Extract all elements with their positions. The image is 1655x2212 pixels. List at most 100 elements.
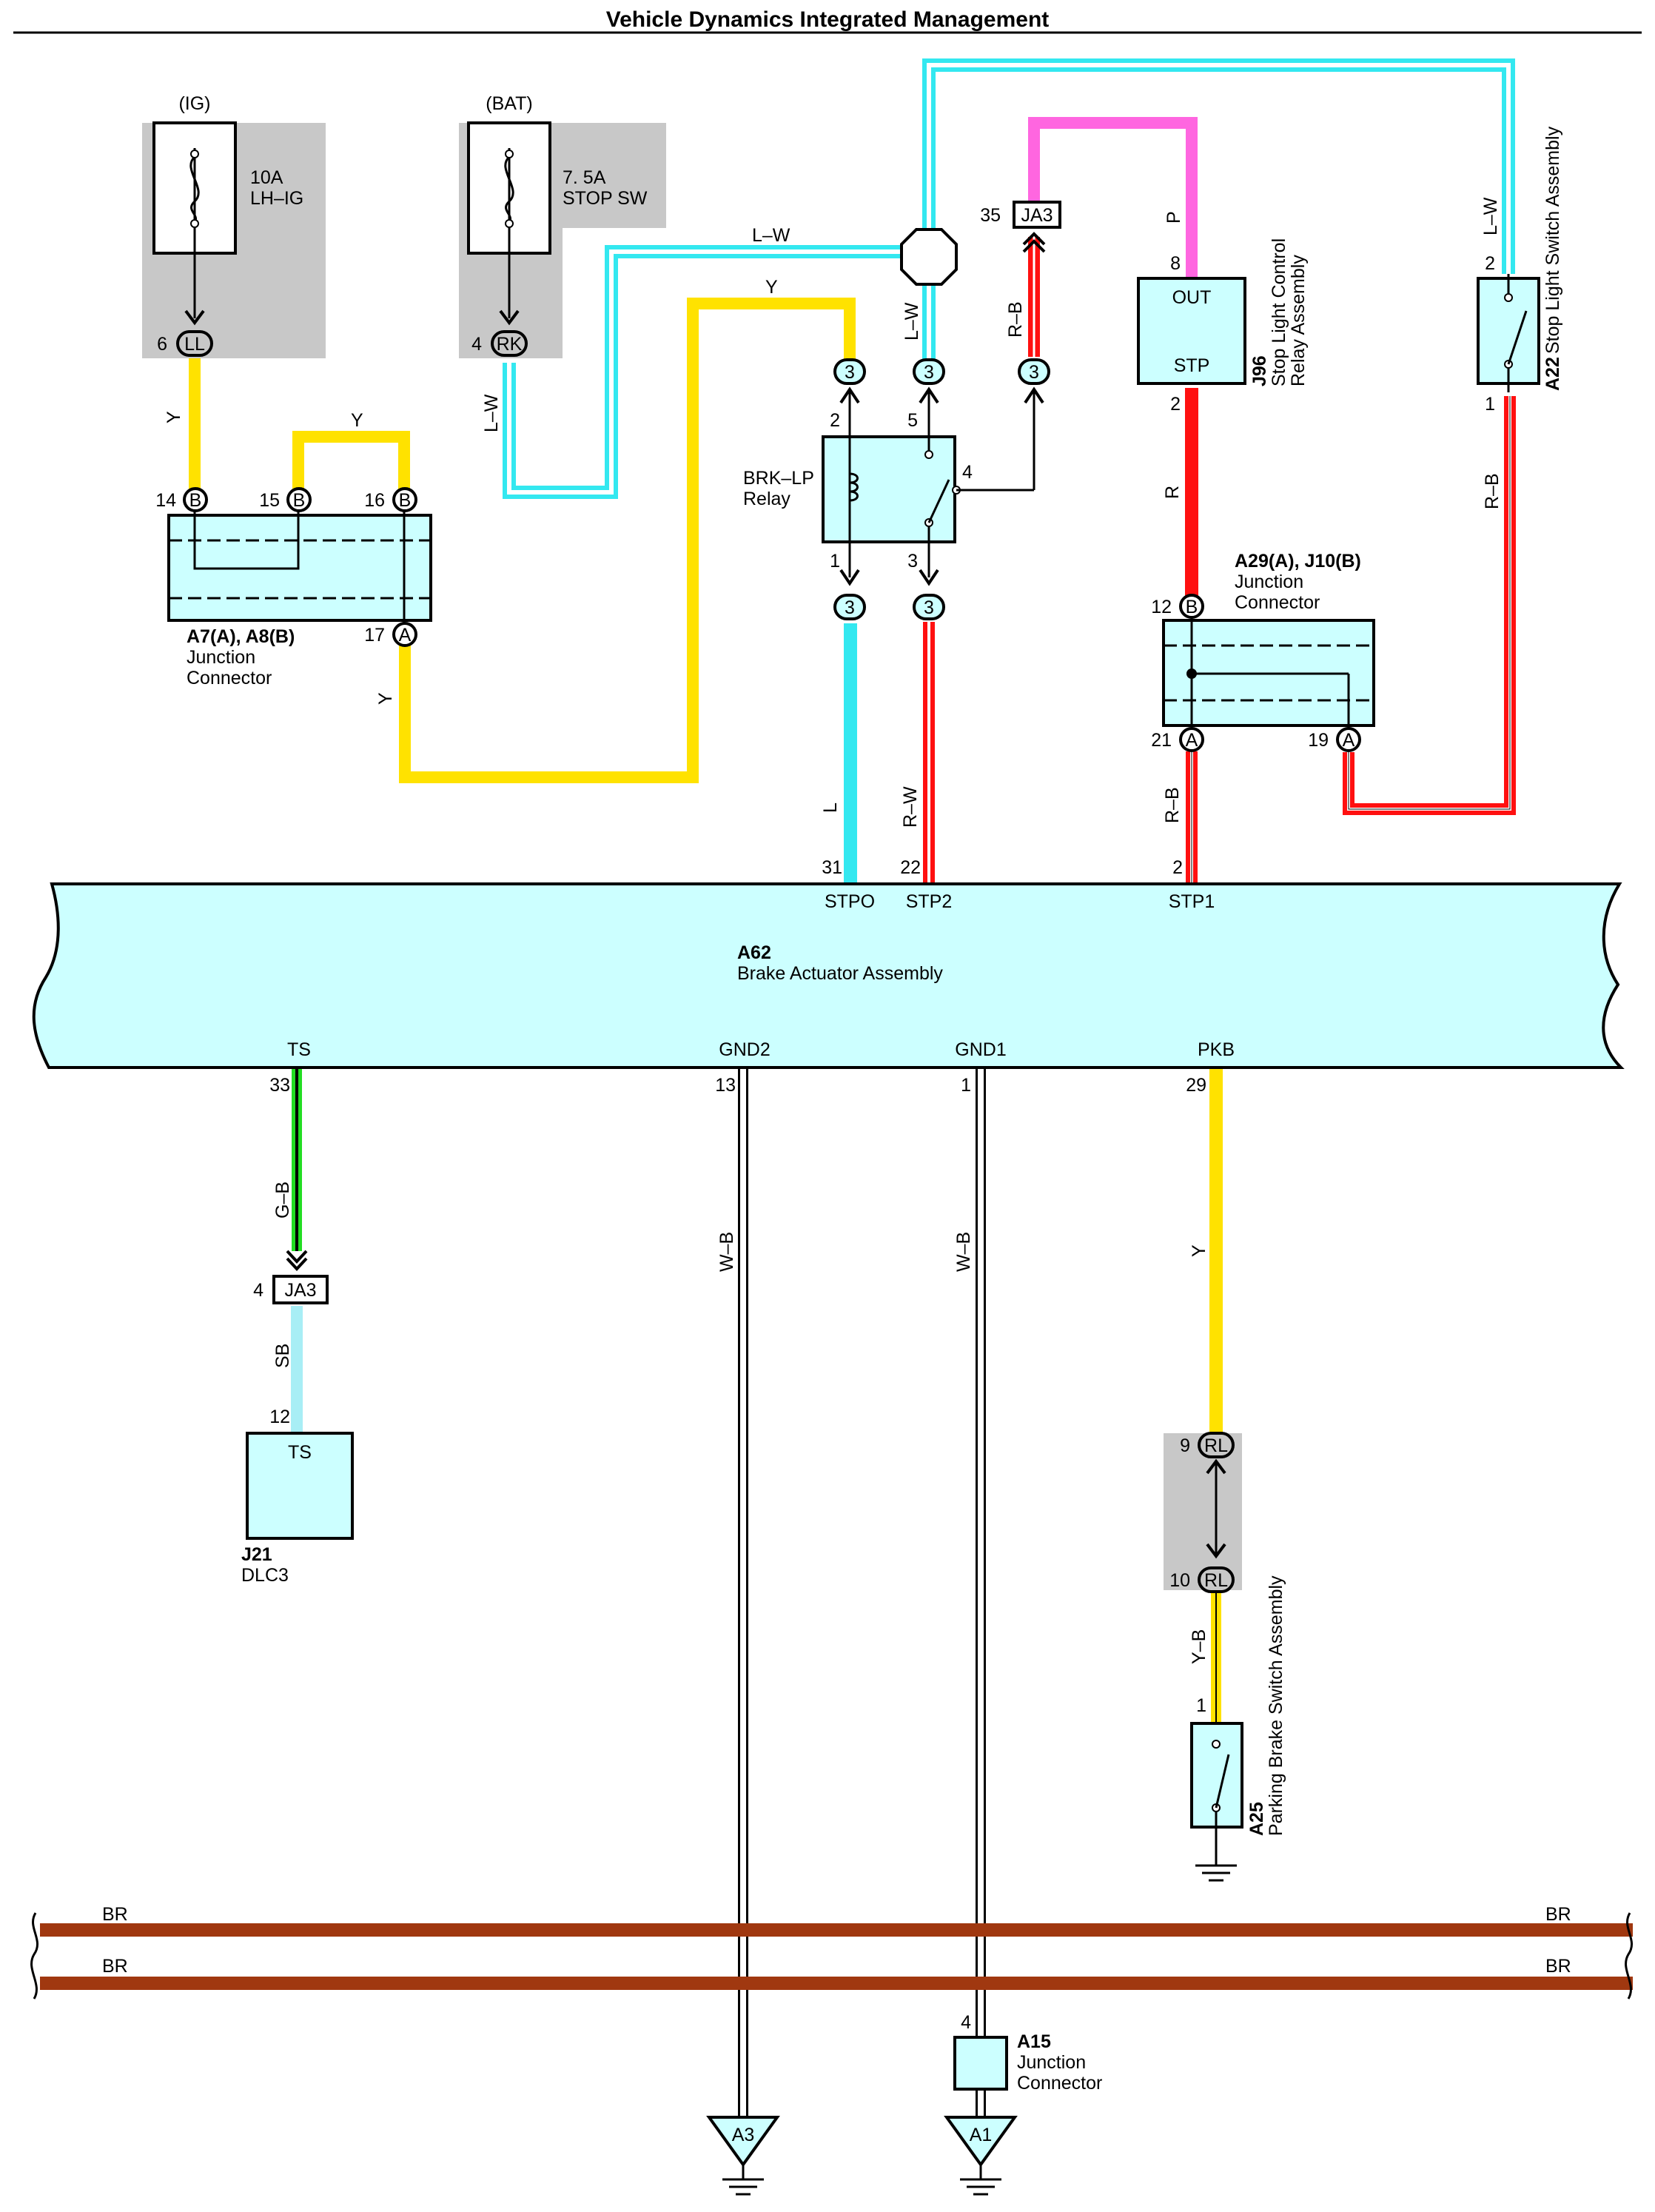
svg-text:1: 1: [961, 1075, 971, 1096]
label-sb-dlc: SB: [272, 1344, 293, 1368]
switch-icon: [1215, 1754, 1230, 1809]
connector-ja3-bottom: JA3 4: [253, 1250, 329, 1304]
label-y-loop: Y: [351, 410, 363, 431]
terminal-ts: TS: [287, 1039, 311, 1060]
j21-dlc3: TS 12 J21 DLC3: [241, 1407, 354, 1586]
j96-stop-light-control-relay: OUT STP 8 2 J96 Stop Light Control Relay…: [1137, 238, 1309, 415]
ground-triangle-icon: [706, 2116, 780, 2168]
arrow-down-icon: [499, 309, 520, 326]
svg-text:29: 29: [1186, 1075, 1206, 1096]
ground-icon: [1195, 1864, 1237, 1882]
label-br-left-1: BR: [102, 1904, 128, 1925]
j96-box: [1137, 277, 1246, 385]
fuse-ig-rating: 10A: [250, 167, 283, 188]
relay-name: BRK–LP: [743, 468, 814, 489]
svg-text:A1: A1: [970, 2125, 993, 2145]
svg-text:Connector: Connector: [1017, 2073, 1102, 2094]
junction-a7-id: A7(A), A8(B): [187, 626, 295, 647]
a15-junction-connector: 4 A15 Junction Connector: [953, 2012, 1102, 2094]
svg-text:RK: RK: [497, 334, 523, 355]
svg-text:A3: A3: [732, 2125, 755, 2145]
wire-sb-dlc: [291, 1306, 303, 1432]
diagram-title: Vehicle Dynamics Integrated Management: [606, 7, 1050, 32]
svg-text:3: 3: [845, 597, 855, 618]
svg-text:1: 1: [1485, 394, 1495, 415]
relay-pin-4: 4: [962, 462, 973, 483]
a62-box: [32, 882, 1625, 1069]
terminal-stp2: STP2: [906, 891, 953, 912]
svg-text:2: 2: [1172, 857, 1183, 878]
a25-id: A25: [1246, 1802, 1267, 1836]
wire-rb-a22: [1343, 396, 1516, 815]
wire-y-ig: [189, 355, 201, 497]
label-y-17: Y: [375, 692, 396, 705]
arrow-down-icon: [839, 569, 860, 586]
label-rb-stp1: R–B: [1162, 787, 1183, 823]
wire-r-j96: [1185, 388, 1198, 597]
label-rw-stp2: R–W: [900, 786, 921, 828]
a62-brake-actuator: A62 Brake Actuator Assembly STPO 31 STP2…: [32, 857, 1625, 1096]
svg-text:3: 3: [924, 362, 934, 383]
svg-text:A: A: [399, 625, 412, 646]
fuse-ig: (IG) 10A LH–IG LL 6: [142, 93, 326, 358]
svg-text:Stop Light Control: Stop Light Control: [1269, 238, 1289, 386]
label-br-right-1: BR: [1545, 1904, 1571, 1925]
relay-pin-1: 1: [830, 551, 840, 572]
wires: [40, 58, 1633, 2116]
brk-lp-relay: 3 3 3 2 5 4 1 3 BRK–LP Relay 3: [743, 358, 1050, 620]
j96-id: J96: [1249, 355, 1270, 386]
relay-pin-5: 5: [907, 410, 918, 431]
svg-text:LL: LL: [184, 334, 205, 355]
svg-text:17: 17: [364, 625, 385, 646]
svg-text:Junction: Junction: [1235, 572, 1303, 592]
label-br-left-2: BR: [102, 1956, 128, 1977]
connector-rk-pin: 4: [471, 334, 482, 355]
terminal-stp1: STP1: [1169, 891, 1215, 912]
wire-l-stpo: [844, 623, 857, 885]
label-y-relay: Y: [765, 277, 778, 298]
svg-text:Parking Brake Switch Assembly: Parking Brake Switch Assembly: [1266, 1575, 1286, 1836]
rl-pin-10: [1198, 1566, 1235, 1593]
label-br-right-2: BR: [1545, 1956, 1571, 1977]
ground-a1: A1: [944, 2116, 1018, 2196]
relay-switch-icon: [927, 479, 950, 523]
relay-connector-bottom-2: [913, 594, 945, 620]
terminal-gnd2: GND2: [719, 1039, 770, 1060]
fuse-ig-name: LH–IG: [250, 188, 303, 209]
pin-15: B 15: [259, 487, 312, 512]
label-r-j96: R: [1162, 486, 1183, 499]
svg-text:Junction: Junction: [187, 647, 255, 668]
relay-connector-bottom-1: [833, 594, 866, 620]
svg-text:31: 31: [822, 857, 842, 878]
svg-text:9: 9: [1180, 1435, 1190, 1456]
wire-y-pkb: [1209, 1068, 1223, 1441]
rl-connector-pair: RL 9 RL 10: [1164, 1432, 1242, 1593]
fuse-ig-source: (IG): [178, 93, 210, 114]
arrow-down-icon: [919, 569, 939, 586]
pin-14: B 14: [155, 487, 208, 512]
svg-text:A: A: [1186, 730, 1198, 751]
wire-y-relay: [399, 298, 856, 783]
svg-text:19: 19: [1308, 730, 1329, 751]
label-lw-bat: L–W: [481, 394, 502, 432]
switch-icon: [1507, 310, 1528, 365]
svg-text:Junction: Junction: [1017, 2052, 1086, 2073]
a62-name: Brake Actuator Assembly: [737, 963, 943, 984]
junction-a29-id: A29(A), J10(B): [1235, 551, 1361, 572]
svg-text:B: B: [1186, 597, 1198, 617]
label-yb-a25: Y–B: [1189, 1629, 1209, 1664]
bus-break-marks: [30, 1912, 1634, 2000]
wire-y-loop: [292, 431, 410, 497]
fuse-icon: [189, 155, 200, 223]
fuse-bat: (BAT) 7. 5A STOP SW RK 4: [459, 93, 666, 358]
wire-labels: Y Y Y Y L–W L–W L–W L–W R–B P R R–B L R–…: [102, 197, 1571, 1977]
connector-rk: [491, 330, 528, 357]
rl-pin-9: [1198, 1432, 1235, 1458]
relay-pin-3: 3: [907, 551, 918, 572]
junction-a29-j10: B 12 A 21 A 19 A29(A), J10(B) Junction C…: [1151, 551, 1375, 752]
arrow-up-icon: [1206, 1458, 1226, 1475]
svg-text:Connector: Connector: [187, 668, 272, 688]
svg-text:12: 12: [269, 1407, 290, 1427]
a22-stop-light-switch: 2 1 A22 Stop Light Switch Assembly: [1477, 126, 1563, 415]
svg-text:Relay: Relay: [743, 489, 790, 509]
